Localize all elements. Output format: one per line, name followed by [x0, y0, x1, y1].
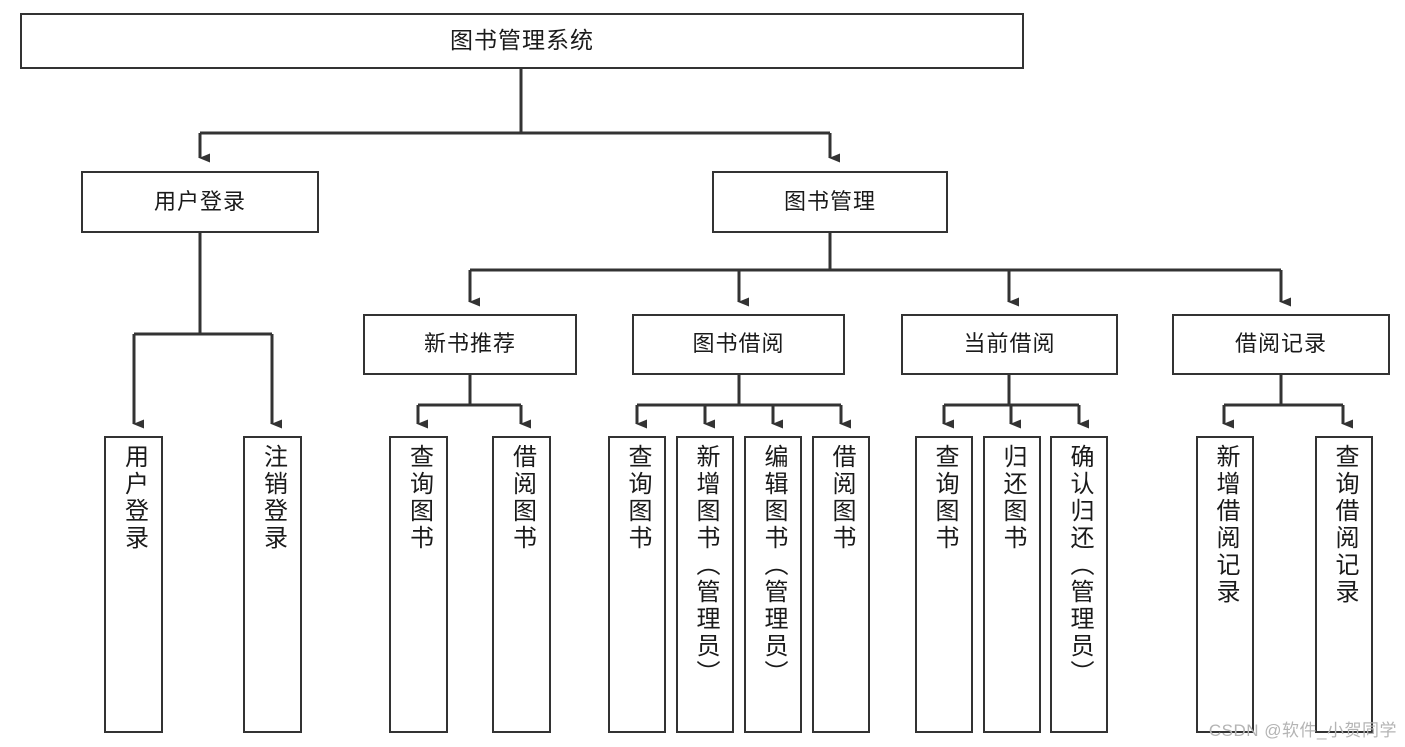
node-current-borrow-label: 当前借阅	[963, 331, 1056, 357]
node-book-management[interactable]: 图书管理	[712, 171, 948, 233]
node-leaf-edit-book[interactable]: 编辑图书（管理员）	[744, 436, 802, 733]
node-leaf-borrow-book-1-label: 借阅图书	[508, 444, 536, 552]
node-leaf-edit-book-label: 编辑图书（管理员）	[760, 444, 787, 687]
node-leaf-add-book-label: 新增图书（管理员）	[692, 444, 719, 687]
node-leaf-borrow-book-2-label: 借阅图书	[828, 444, 855, 552]
node-leaf-user-logout-label: 注销登录	[259, 444, 287, 552]
node-new-book-recommend-label: 新书推荐	[423, 331, 516, 357]
node-leaf-confirm-return[interactable]: 确认归还（管理员）	[1050, 436, 1108, 733]
node-leaf-query-book-1[interactable]: 查询图书	[389, 436, 448, 733]
node-leaf-query-book-1-label: 查询图书	[405, 444, 433, 552]
node-leaf-query-book-3[interactable]: 查询图书	[915, 436, 973, 733]
node-current-borrow[interactable]: 当前借阅	[901, 314, 1118, 375]
node-book-borrow[interactable]: 图书借阅	[632, 314, 845, 375]
node-leaf-confirm-return-label: 确认归还（管理员）	[1066, 444, 1093, 687]
node-leaf-return-book-label: 归还图书	[999, 444, 1026, 552]
node-book-borrow-label: 图书借阅	[692, 331, 785, 357]
node-root-label: 图书管理系统	[450, 27, 594, 54]
node-leaf-query-record-label: 查询借阅记录	[1331, 444, 1358, 606]
node-leaf-borrow-book-2[interactable]: 借阅图书	[812, 436, 870, 733]
node-leaf-add-record-label: 新增借阅记录	[1212, 444, 1239, 606]
node-leaf-user-logout[interactable]: 注销登录	[243, 436, 302, 733]
node-leaf-add-record[interactable]: 新增借阅记录	[1196, 436, 1254, 733]
node-new-book-recommend[interactable]: 新书推荐	[363, 314, 577, 375]
node-leaf-query-book-2[interactable]: 查询图书	[608, 436, 666, 733]
node-leaf-query-book-2-label: 查询图书	[624, 444, 651, 552]
node-leaf-return-book[interactable]: 归还图书	[983, 436, 1041, 733]
node-user-login[interactable]: 用户登录	[81, 171, 319, 233]
node-leaf-add-book[interactable]: 新增图书（管理员）	[676, 436, 734, 733]
node-leaf-query-book-3-label: 查询图书	[931, 444, 958, 552]
node-borrow-record[interactable]: 借阅记录	[1172, 314, 1390, 375]
node-leaf-user-login-label: 用户登录	[120, 444, 148, 552]
node-leaf-user-login[interactable]: 用户登录	[104, 436, 163, 733]
node-user-login-label: 用户登录	[153, 188, 246, 214]
node-book-management-label: 图书管理	[783, 188, 876, 214]
node-leaf-query-record[interactable]: 查询借阅记录	[1315, 436, 1373, 733]
node-borrow-record-label: 借阅记录	[1234, 331, 1327, 357]
node-root[interactable]: 图书管理系统	[20, 13, 1024, 69]
node-leaf-borrow-book-1[interactable]: 借阅图书	[492, 436, 551, 733]
